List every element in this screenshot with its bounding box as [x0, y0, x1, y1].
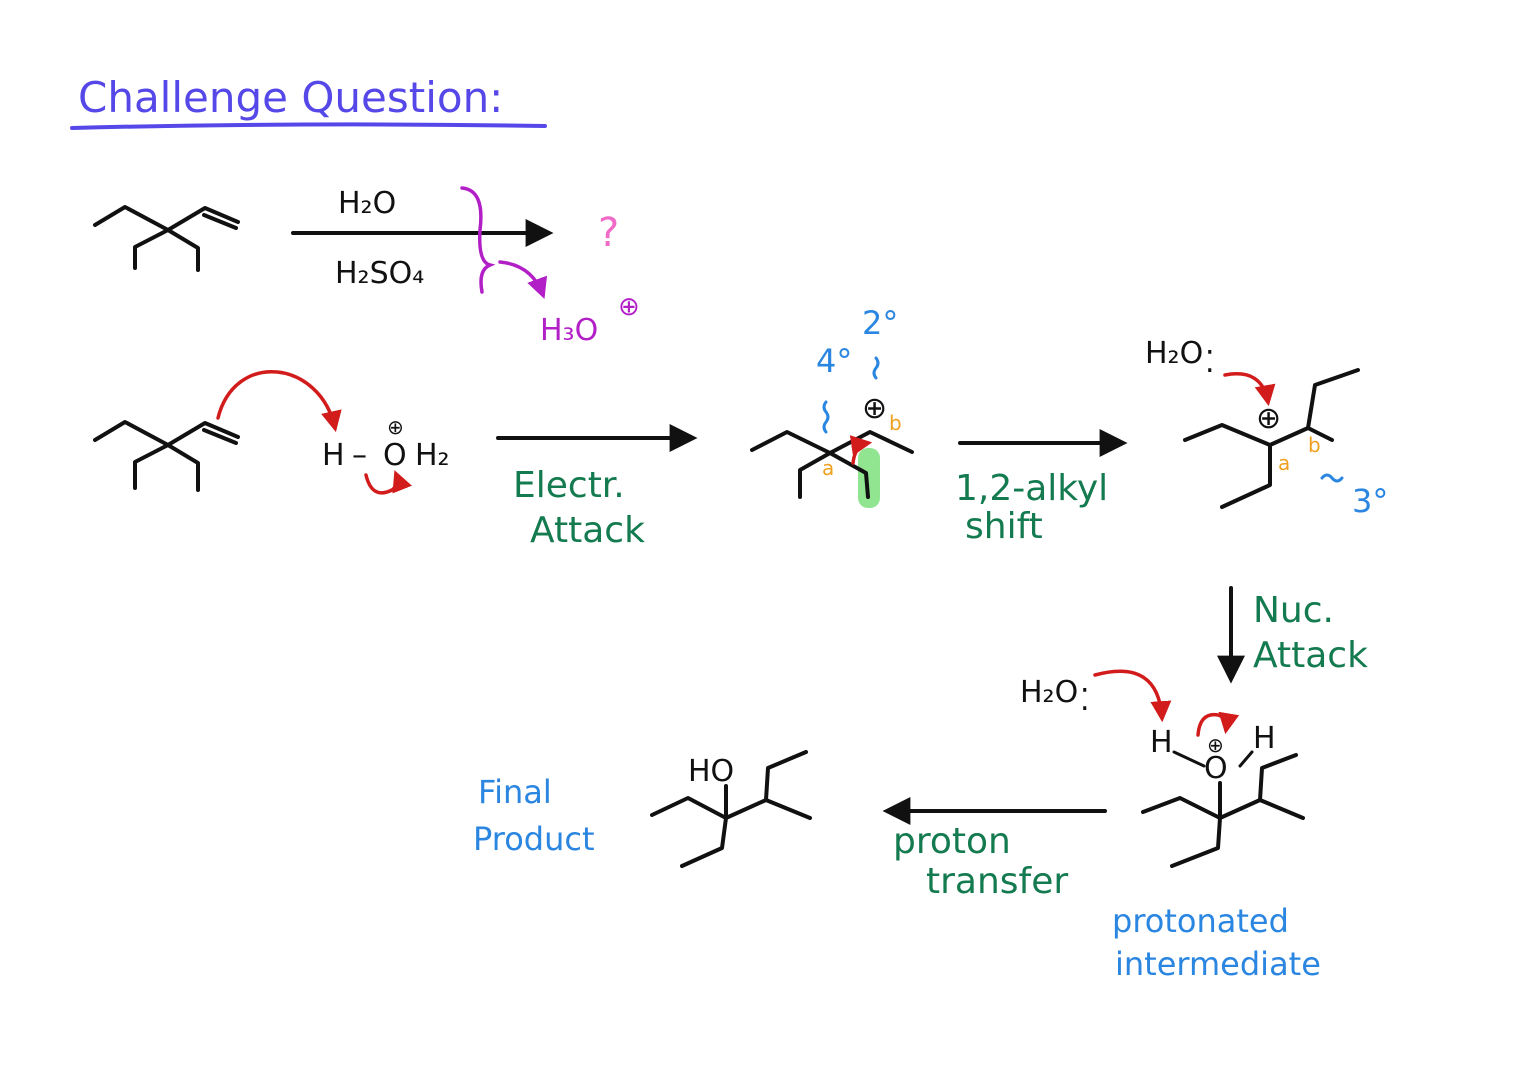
carbocation-secondary: 4° 2° ⊕ a b	[750, 304, 914, 508]
hydronium-dash: –	[352, 438, 367, 473]
quaternary-label: 4°	[816, 342, 852, 380]
hydroxyl-group: HO	[688, 754, 734, 789]
title-underline	[70, 122, 547, 130]
title-group: Challenge Question:	[70, 73, 547, 130]
starting-alkene-top	[93, 205, 240, 272]
product-label-2: Product	[473, 820, 595, 858]
hydronium-charge: ⊕	[618, 292, 640, 322]
nuc-label-2: Attack	[1253, 635, 1368, 676]
step1-alkene	[93, 370, 342, 492]
secondary-squiggle	[872, 356, 880, 380]
intermediate-H-left: H	[1150, 725, 1173, 760]
proton-label-2: transfer	[926, 861, 1068, 902]
arrow-nucleophilic: Nuc. Attack	[1217, 586, 1368, 684]
hydronium-label: H₃O	[540, 313, 598, 348]
carbocation-tertiary: H₂O ⁚ ⊕ a b 3°	[1145, 336, 1388, 520]
water-lone-pairs: ⁚	[1205, 345, 1215, 380]
shift-label-1: 1,2-alkyl	[955, 468, 1108, 509]
protonated-intermediate: H₂O ⁚ H H O ⊕ protonated intermediate	[1020, 669, 1321, 983]
nuc-label-1: Nuc.	[1253, 590, 1334, 631]
base-water: H₂O	[1020, 675, 1078, 710]
reagent-sulfuric-acid: H₂SO₄	[335, 256, 424, 291]
bond-break-arrow	[364, 470, 412, 495]
quaternary-squiggle	[822, 400, 830, 434]
deprotonation-arrow	[1093, 669, 1172, 723]
base-lone-pairs: ⁚	[1080, 683, 1090, 718]
brace-arrow	[498, 260, 548, 299]
carbon-a-label: a	[822, 456, 834, 480]
product-skeleton	[650, 750, 812, 868]
carbocation-skeleton	[750, 430, 914, 499]
reagent-brace	[460, 186, 496, 294]
oh-bonds	[1172, 750, 1254, 768]
final-product: HO Final Product	[473, 750, 812, 868]
top-reaction-arrow: H₂O H₂SO₄ ? H₃O ⊕	[291, 186, 640, 348]
arrow-alkyl-shift: 1,2-alkyl shift	[955, 429, 1128, 547]
intermediate-label-2: intermediate	[1115, 945, 1321, 983]
attacking-water: H₂O	[1145, 336, 1203, 371]
tertiary-label: 3°	[1352, 482, 1388, 520]
carbon-b-label: b	[889, 411, 902, 435]
reagent-water: H₂O	[338, 186, 396, 221]
pi-bond-arrow	[216, 370, 342, 433]
product-label-1: Final	[478, 773, 552, 811]
migrating-group-highlight	[858, 448, 880, 508]
hydronium-charge-2: ⊕	[387, 415, 404, 439]
intermediate-charge: ⊕	[1207, 733, 1224, 757]
alkene-skeleton-2	[93, 420, 240, 492]
tertiary-squiggle	[1320, 473, 1344, 483]
tertiary-charge: ⊕	[1256, 401, 1281, 436]
intermediate-H-right: H	[1253, 721, 1276, 756]
arrow-proton-transfer: proton transfer	[882, 797, 1107, 902]
carbon-a-label-2: a	[1278, 451, 1290, 475]
carbon-b-label-2: b	[1308, 433, 1321, 457]
shift-arrow	[849, 435, 873, 465]
intermediate-O: O	[1204, 751, 1228, 786]
hydronium-H: H	[322, 438, 345, 473]
intermediate-skeleton	[1141, 753, 1305, 868]
electr-label-1: Electr.	[513, 465, 625, 506]
page-title: Challenge Question:	[78, 73, 503, 122]
carbocation-skeleton-2	[1183, 368, 1360, 509]
carbocation-charge: ⊕	[862, 391, 887, 426]
shift-label-2: shift	[965, 506, 1043, 547]
hydronium-structure: H – O H₂ ⊕	[322, 415, 450, 495]
intermediate-label-1: protonated	[1112, 902, 1289, 940]
alkene-skeleton	[93, 205, 240, 272]
nucleophile-arrow-1	[1223, 372, 1276, 407]
oh-bond-arrow	[1196, 711, 1240, 737]
hydronium-H2: H₂	[415, 438, 450, 473]
proton-label-1: proton	[893, 821, 1011, 862]
hydronium-O: O	[383, 438, 407, 473]
secondary-label: 2°	[862, 304, 898, 342]
unknown-product-mark: ?	[598, 210, 619, 256]
arrow-electrophilic: Electr. Attack	[496, 424, 698, 551]
electr-label-2: Attack	[530, 510, 645, 551]
